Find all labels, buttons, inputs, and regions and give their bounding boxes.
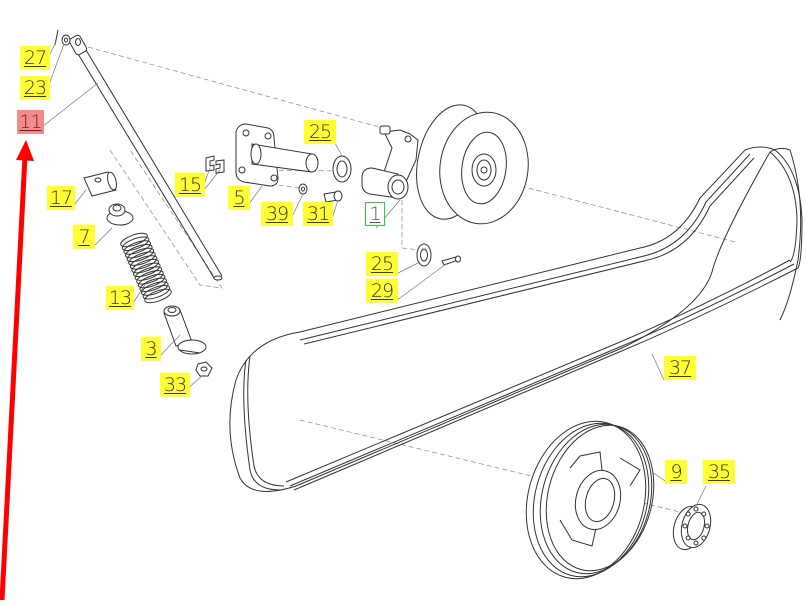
spacer-washer-lower-part[interactable] (416, 243, 432, 267)
callout-29[interactable]: 29 (366, 279, 398, 303)
nut-part[interactable] (195, 361, 213, 377)
callout-25-lower[interactable]: 25 (366, 252, 398, 276)
spring-guide-bolt-part[interactable] (163, 305, 207, 355)
compression-spring-part[interactable] (119, 231, 173, 306)
spring-coil (128, 251, 156, 266)
callout-9[interactable]: 9 (665, 460, 687, 484)
washer-part[interactable] (61, 34, 71, 46)
bushing-bolt (701, 511, 707, 517)
callout-17[interactable]: 17 (47, 186, 75, 210)
callout-23[interactable]: 23 (20, 76, 50, 100)
clip-part[interactable] (205, 155, 225, 174)
cross-pin-part[interactable] (83, 171, 118, 197)
spring-coil (123, 240, 151, 255)
spring-coil (136, 270, 164, 285)
spacer-washer-part[interactable] (332, 155, 352, 183)
bushing-bolt (685, 535, 691, 541)
callout-37[interactable]: 37 (664, 356, 696, 380)
callout-25-upper[interactable]: 25 (304, 120, 336, 144)
bushing-bolt (704, 523, 710, 529)
callout-31[interactable]: 31 (303, 202, 333, 226)
spring-coil (125, 243, 153, 259)
small-washer-part[interactable] (298, 183, 308, 195)
callout-27[interactable]: 27 (20, 46, 50, 70)
spring-coil (134, 266, 163, 281)
pin-part[interactable] (441, 255, 461, 266)
bushing-bolt (693, 506, 699, 512)
spring-coil (120, 232, 148, 248)
callout-39[interactable]: 39 (261, 202, 293, 226)
callout-33[interactable]: 33 (160, 373, 190, 397)
bushing-bolt (701, 535, 707, 541)
spring-cap-part[interactable] (106, 203, 134, 226)
callout-1[interactable]: 1 (365, 202, 385, 226)
callout-13[interactable]: 13 (106, 286, 134, 310)
spring-coil (121, 236, 150, 251)
bushing-bolt (682, 523, 688, 529)
spring-coil (133, 262, 161, 278)
assembly-centerlines (87, 46, 736, 513)
callout-5[interactable]: 5 (228, 186, 250, 210)
spring-coil (144, 288, 172, 304)
bolt-part[interactable] (323, 190, 343, 203)
taper-lock-bushing-part[interactable] (669, 501, 715, 553)
callout-35[interactable]: 35 (703, 460, 735, 484)
callout-3[interactable]: 3 (141, 337, 161, 361)
spring-coil (137, 273, 166, 289)
spring-coil (129, 255, 158, 270)
pivot-bracket-part[interactable] (235, 123, 319, 187)
spring-coil (142, 285, 171, 300)
bushing-bolt (685, 511, 691, 517)
tension-rod-part[interactable] (68, 34, 223, 281)
callout-7[interactable]: 7 (73, 225, 95, 249)
spring-coil (131, 258, 159, 274)
bushing-bolt (693, 540, 699, 546)
callout-15[interactable]: 15 (175, 173, 205, 197)
spring-coil (126, 247, 155, 263)
red-pointer-arrow (0, 140, 34, 601)
idler-arm-pulley-part[interactable] (361, 98, 535, 229)
poly-v-belt-part[interactable] (229, 146, 803, 492)
spring-coil (141, 281, 169, 296)
spring-coil (139, 277, 167, 293)
callout-11[interactable]: 11 (17, 110, 44, 134)
drive-pulley-part[interactable] (509, 408, 669, 593)
